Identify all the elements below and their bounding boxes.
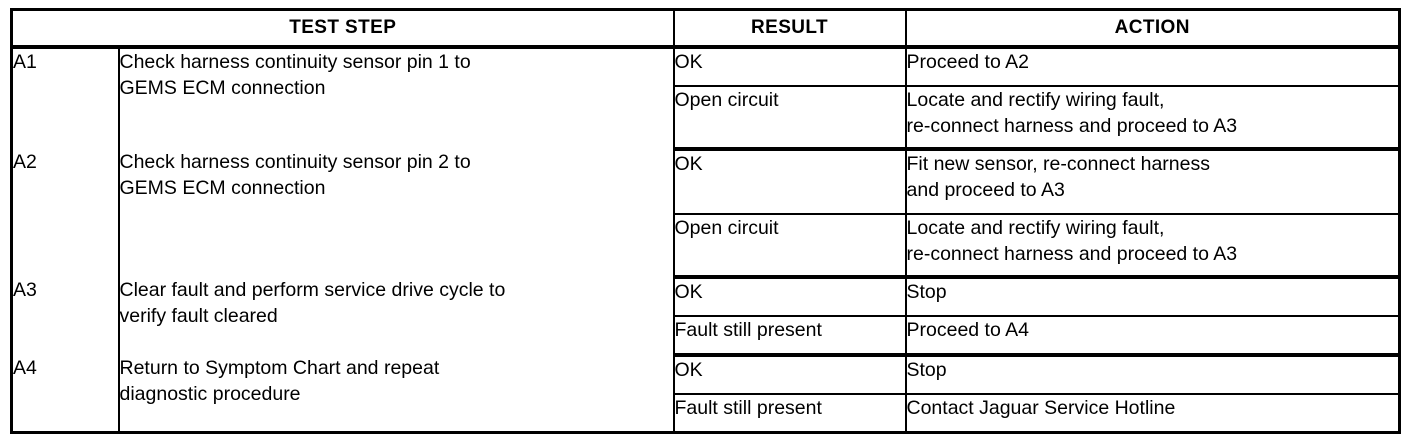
column-header-test-step: TEST STEP <box>10 8 674 49</box>
action-value: Contact Jaguar Service Hotline <box>904 394 1401 434</box>
result-value: Fault still present <box>672 316 906 357</box>
table-row: Open circuit Locate and rectify wiring f… <box>12 214 1401 279</box>
action-value: Proceed to A4 <box>904 316 1401 357</box>
table-row: Fault still present Proceed to A4 <box>12 316 1401 357</box>
table-row: A4 Return to Symptom Chart and repeat di… <box>10 355 1401 434</box>
step-description: Return to Symptom Chart and repeat diagn… <box>117 355 674 434</box>
step-id: A2 <box>10 149 119 277</box>
table-header: TEST STEP RESULT ACTION <box>10 8 1401 49</box>
step-description: Check harness continuity sensor pin 1 to… <box>117 47 674 149</box>
table-row: A2 Check harness continuity sensor pin 2… <box>10 149 1401 277</box>
action-value: Stop <box>904 277 1401 317</box>
action-value: Locate and rectify wiring fault, re-conn… <box>904 86 1401 151</box>
result-value: Open circuit <box>672 86 906 151</box>
result-value: OK <box>672 277 906 317</box>
result-value: Open circuit <box>672 214 906 279</box>
action-value: Locate and rectify wiring fault, re-conn… <box>904 214 1401 279</box>
table-body: A1 Check harness continuity sensor pin 1… <box>10 47 1401 434</box>
column-header-action: ACTION <box>904 8 1401 49</box>
result-value: OK <box>672 47 906 87</box>
action-value: Proceed to A2 <box>904 47 1401 87</box>
result-value: OK <box>672 149 906 215</box>
step-description: Check harness continuity sensor pin 2 to… <box>117 149 674 277</box>
step-id: A3 <box>10 277 119 355</box>
diagnostic-table: TEST STEP RESULT ACTION A1 Check harness… <box>10 8 1401 434</box>
result-value: OK <box>672 355 906 395</box>
column-header-result: RESULT <box>672 8 906 49</box>
action-value: Fit new sensor, re-connect harness and p… <box>904 149 1401 215</box>
action-value: Stop <box>904 355 1401 395</box>
header-row: TEST STEP RESULT ACTION <box>10 8 1401 49</box>
step-description: Clear fault and perform service drive cy… <box>117 277 674 355</box>
table-row: Fault still present Contact Jaguar Servi… <box>12 394 1401 434</box>
table-row: Open circuit Locate and rectify wiring f… <box>12 86 1401 151</box>
step-id: A1 <box>10 47 119 149</box>
table-row: A3 Clear fault and perform service drive… <box>10 277 1401 355</box>
step-id: A4 <box>10 355 119 434</box>
table-row: A1 Check harness continuity sensor pin 1… <box>10 47 1401 149</box>
result-value: Fault still present <box>672 394 906 434</box>
